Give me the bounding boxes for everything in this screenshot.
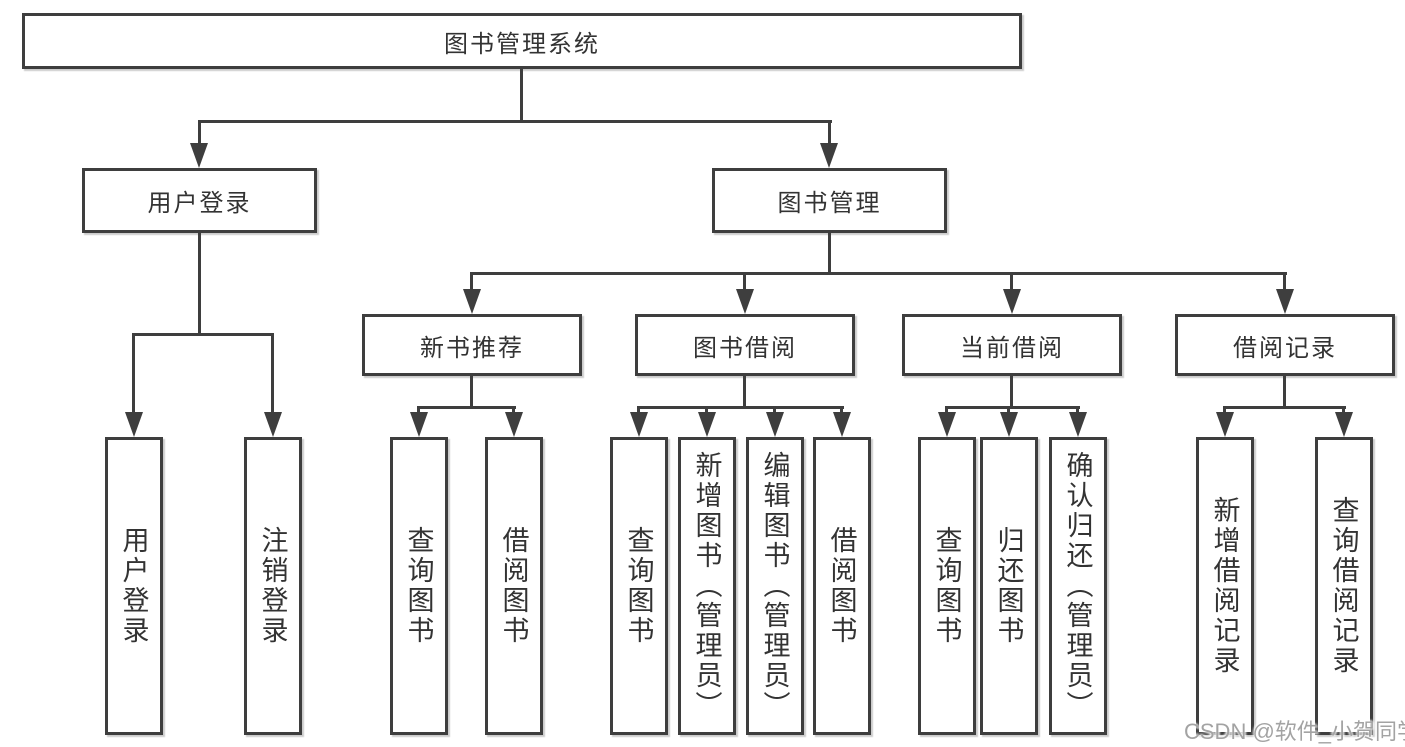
leaf-query-books-current: 查询图书 <box>918 437 976 735</box>
arrow-down-icon <box>1335 412 1353 437</box>
leaf-confirm-return-admin: 确认归还（管理员） <box>1049 437 1107 735</box>
node-label: 归还图书 <box>993 526 1024 646</box>
connector-mgmt-stub-1 <box>470 272 473 292</box>
connector-current-stub-3 <box>1076 406 1079 416</box>
node-label: 借阅图书 <box>498 526 529 646</box>
arrow-down-icon <box>190 143 208 168</box>
node-label: 编辑图书（管理员） <box>759 451 790 721</box>
leaf-query-books-recommend: 查询图书 <box>390 437 448 735</box>
node-label: 查询图书 <box>931 526 962 646</box>
connector-borrow-stub-1 <box>637 406 640 416</box>
node-library-management-system: 图书管理系统 <box>22 13 1022 69</box>
arrow-down-icon <box>1276 289 1294 314</box>
node-label: 图书管理 <box>777 190 882 217</box>
leaf-query-books-borrowing: 查询图书 <box>610 437 668 735</box>
connector-borrow-stub-3 <box>773 406 776 416</box>
leaf-edit-books-admin: 编辑图书（管理员） <box>746 437 804 735</box>
connector-borrow-horizontal <box>637 406 844 409</box>
arrow-down-icon <box>463 289 481 314</box>
connector-current-horizontal <box>945 406 1080 409</box>
arrow-down-icon <box>264 412 282 437</box>
leaf-borrow-books-borrowing: 借阅图书 <box>813 437 871 735</box>
connector-root-stub-left <box>198 120 201 148</box>
node-label: 新增借阅记录 <box>1209 496 1240 676</box>
connector-mgmt-stub-2 <box>743 272 746 292</box>
arrow-down-icon <box>938 412 956 437</box>
connector-records-stub-2 <box>1342 406 1345 416</box>
arrow-down-icon <box>125 412 143 437</box>
leaf-borrow-books-recommend: 借阅图书 <box>485 437 543 735</box>
connector-login-vertical <box>198 233 201 336</box>
connector-mgmt-horizontal <box>470 272 1287 275</box>
arrow-down-icon <box>1000 412 1018 437</box>
node-label: 借阅记录 <box>1233 334 1337 362</box>
leaf-add-books-admin: 新增图书（管理员） <box>678 437 736 735</box>
node-label: 查询图书 <box>403 526 434 646</box>
arrow-down-icon <box>410 412 428 437</box>
node-label: 用户登录 <box>147 190 252 217</box>
node-new-book-recommendation: 新书推荐 <box>362 314 582 376</box>
leaf-user-login: 用户登录 <box>105 437 163 735</box>
node-book-borrowing: 图书借阅 <box>635 314 855 376</box>
leaf-logout-login: 注销登录 <box>244 437 302 735</box>
connector-borrow-stub-4 <box>840 406 843 416</box>
connector-recommend-horizontal <box>417 406 516 409</box>
node-user-login: 用户登录 <box>82 168 317 233</box>
node-book-management: 图书管理 <box>712 168 947 233</box>
connector-recommend-stub-1 <box>417 406 420 416</box>
connector-login-stub-2 <box>271 333 274 416</box>
node-label: 图书借阅 <box>693 334 797 362</box>
connector-login-horizontal <box>132 333 274 336</box>
node-label: 当前借阅 <box>960 334 1064 362</box>
node-label: 用户登录 <box>118 526 149 646</box>
connector-records-vertical <box>1283 376 1286 409</box>
connector-recommend-stub-2 <box>512 406 515 416</box>
connector-mgmt-stub-4 <box>1283 272 1286 292</box>
connector-mgmt-vertical <box>828 233 831 275</box>
arrow-down-icon <box>630 412 648 437</box>
arrow-down-icon <box>833 412 851 437</box>
arrow-down-icon <box>736 289 754 314</box>
leaf-query-borrow-record: 查询借阅记录 <box>1315 437 1373 735</box>
connector-mgmt-stub-3 <box>1010 272 1013 292</box>
node-label: 查询图书 <box>623 526 654 646</box>
node-label: 确认归还（管理员） <box>1062 451 1093 721</box>
arrow-down-icon <box>1216 412 1234 437</box>
connector-root-horizontal <box>198 120 832 123</box>
node-current-borrowing: 当前借阅 <box>902 314 1122 376</box>
connector-records-horizontal <box>1223 406 1346 409</box>
node-label: 注销登录 <box>257 526 288 646</box>
leaf-add-borrow-record: 新增借阅记录 <box>1196 437 1254 735</box>
node-label: 新增图书（管理员） <box>691 451 722 721</box>
csdn-watermark: CSDN @软件_小贺同学 <box>1184 719 1405 744</box>
connector-records-stub-1 <box>1223 406 1226 416</box>
node-label: 新书推荐 <box>420 334 524 362</box>
connector-current-stub-2 <box>1007 406 1010 416</box>
connector-root-vertical <box>520 68 523 123</box>
arrow-down-icon <box>820 143 838 168</box>
node-borrowing-records: 借阅记录 <box>1175 314 1395 376</box>
connector-root-stub-right <box>828 120 831 148</box>
leaf-return-books: 归还图书 <box>980 437 1038 735</box>
node-label: 查询借阅记录 <box>1328 496 1359 676</box>
arrow-down-icon <box>505 412 523 437</box>
node-label: 借阅图书 <box>826 526 857 646</box>
arrow-down-icon <box>1003 289 1021 314</box>
arrow-down-icon <box>698 412 716 437</box>
arrow-down-icon <box>1069 412 1087 437</box>
connector-current-stub-1 <box>945 406 948 416</box>
connector-borrow-vertical <box>743 376 746 409</box>
connector-recommend-vertical <box>470 376 473 409</box>
node-label: 图书管理系统 <box>444 30 600 58</box>
connector-borrow-stub-2 <box>705 406 708 416</box>
arrow-down-icon <box>766 412 784 437</box>
connector-current-vertical <box>1010 376 1013 409</box>
connector-login-stub-1 <box>132 333 135 416</box>
